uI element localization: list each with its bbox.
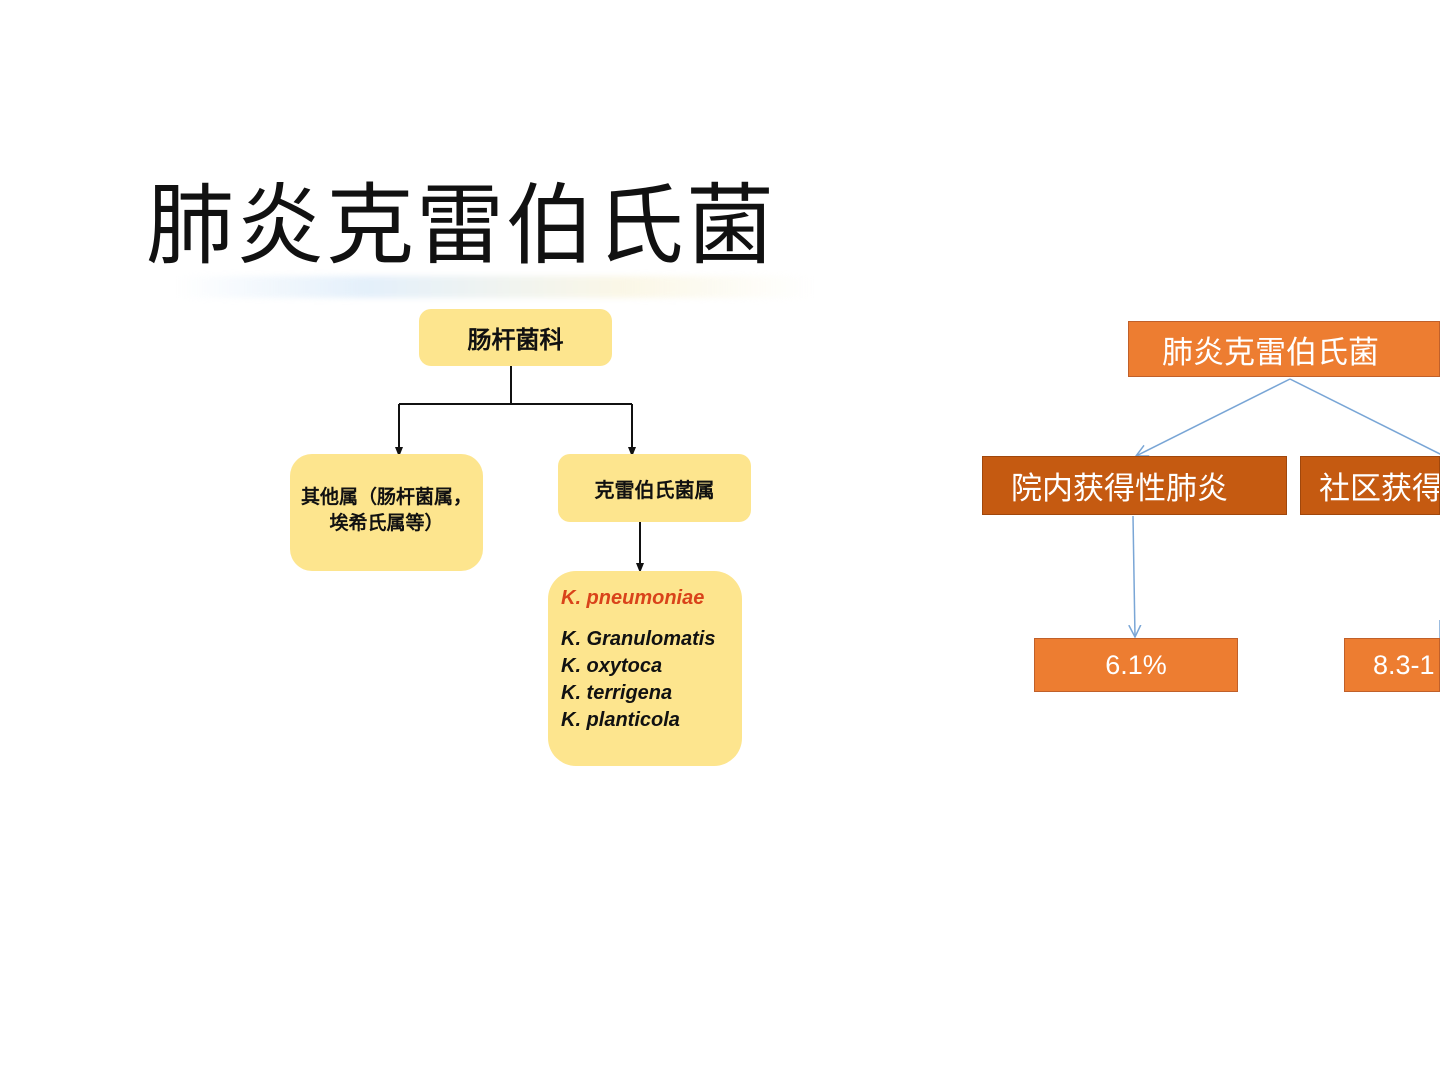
node-other-genera-line2: 埃希氏属等） [329,511,444,534]
node-enterobacteriaceae: 肠杆菌科 [419,309,612,366]
arrow-to-hospital [1136,378,1291,456]
arrow-to-value-1 [1133,515,1135,637]
node-klebsiella-genus-label: 克雷伯氏菌属 [594,477,715,502]
node-community-acquired-label: 社区获得 [1319,471,1440,507]
node-hospital-acquired: 院内获得性肺炎 [982,456,1287,515]
node-other-genera-line1: 其他属（肠杆菌属， [300,485,472,508]
node-value-community-label: 8.3-1 [1373,649,1435,680]
species-item: K. oxytoca [561,655,663,677]
node-other-genera: 其他属（肠杆菌属， 埃希氏属等） [290,454,483,571]
node-kp-root-label: 肺炎克雷伯氏菌 [1162,334,1379,371]
species-item: K. planticola [561,709,680,731]
node-value-hospital-label: 6.1% [1105,649,1167,680]
species-item: K. terrigena [561,682,673,704]
node-klebsiella-species: K. pneumoniae K. Granulomatis K. oxytoca… [548,571,742,766]
node-kp-root: 肺炎克雷伯氏菌 [1128,321,1440,377]
arrow-to-community [1289,378,1440,455]
title-underline-glow [175,276,815,298]
node-value-hospital: 6.1% [1034,638,1238,692]
node-enterobacteriaceae-label: 肠杆菌科 [467,326,564,354]
species-item: K. Granulomatis [561,628,716,650]
node-value-community: 8.3-1 [1344,638,1440,692]
node-hospital-acquired-label: 院内获得性肺炎 [1011,471,1228,507]
species-highlight: K. pneumoniae [561,587,705,609]
slide-title: 肺炎克雷伯氏菌 [146,174,777,277]
node-klebsiella-genus: 克雷伯氏菌属 [558,454,751,522]
node-community-acquired: 社区获得 [1300,456,1440,515]
